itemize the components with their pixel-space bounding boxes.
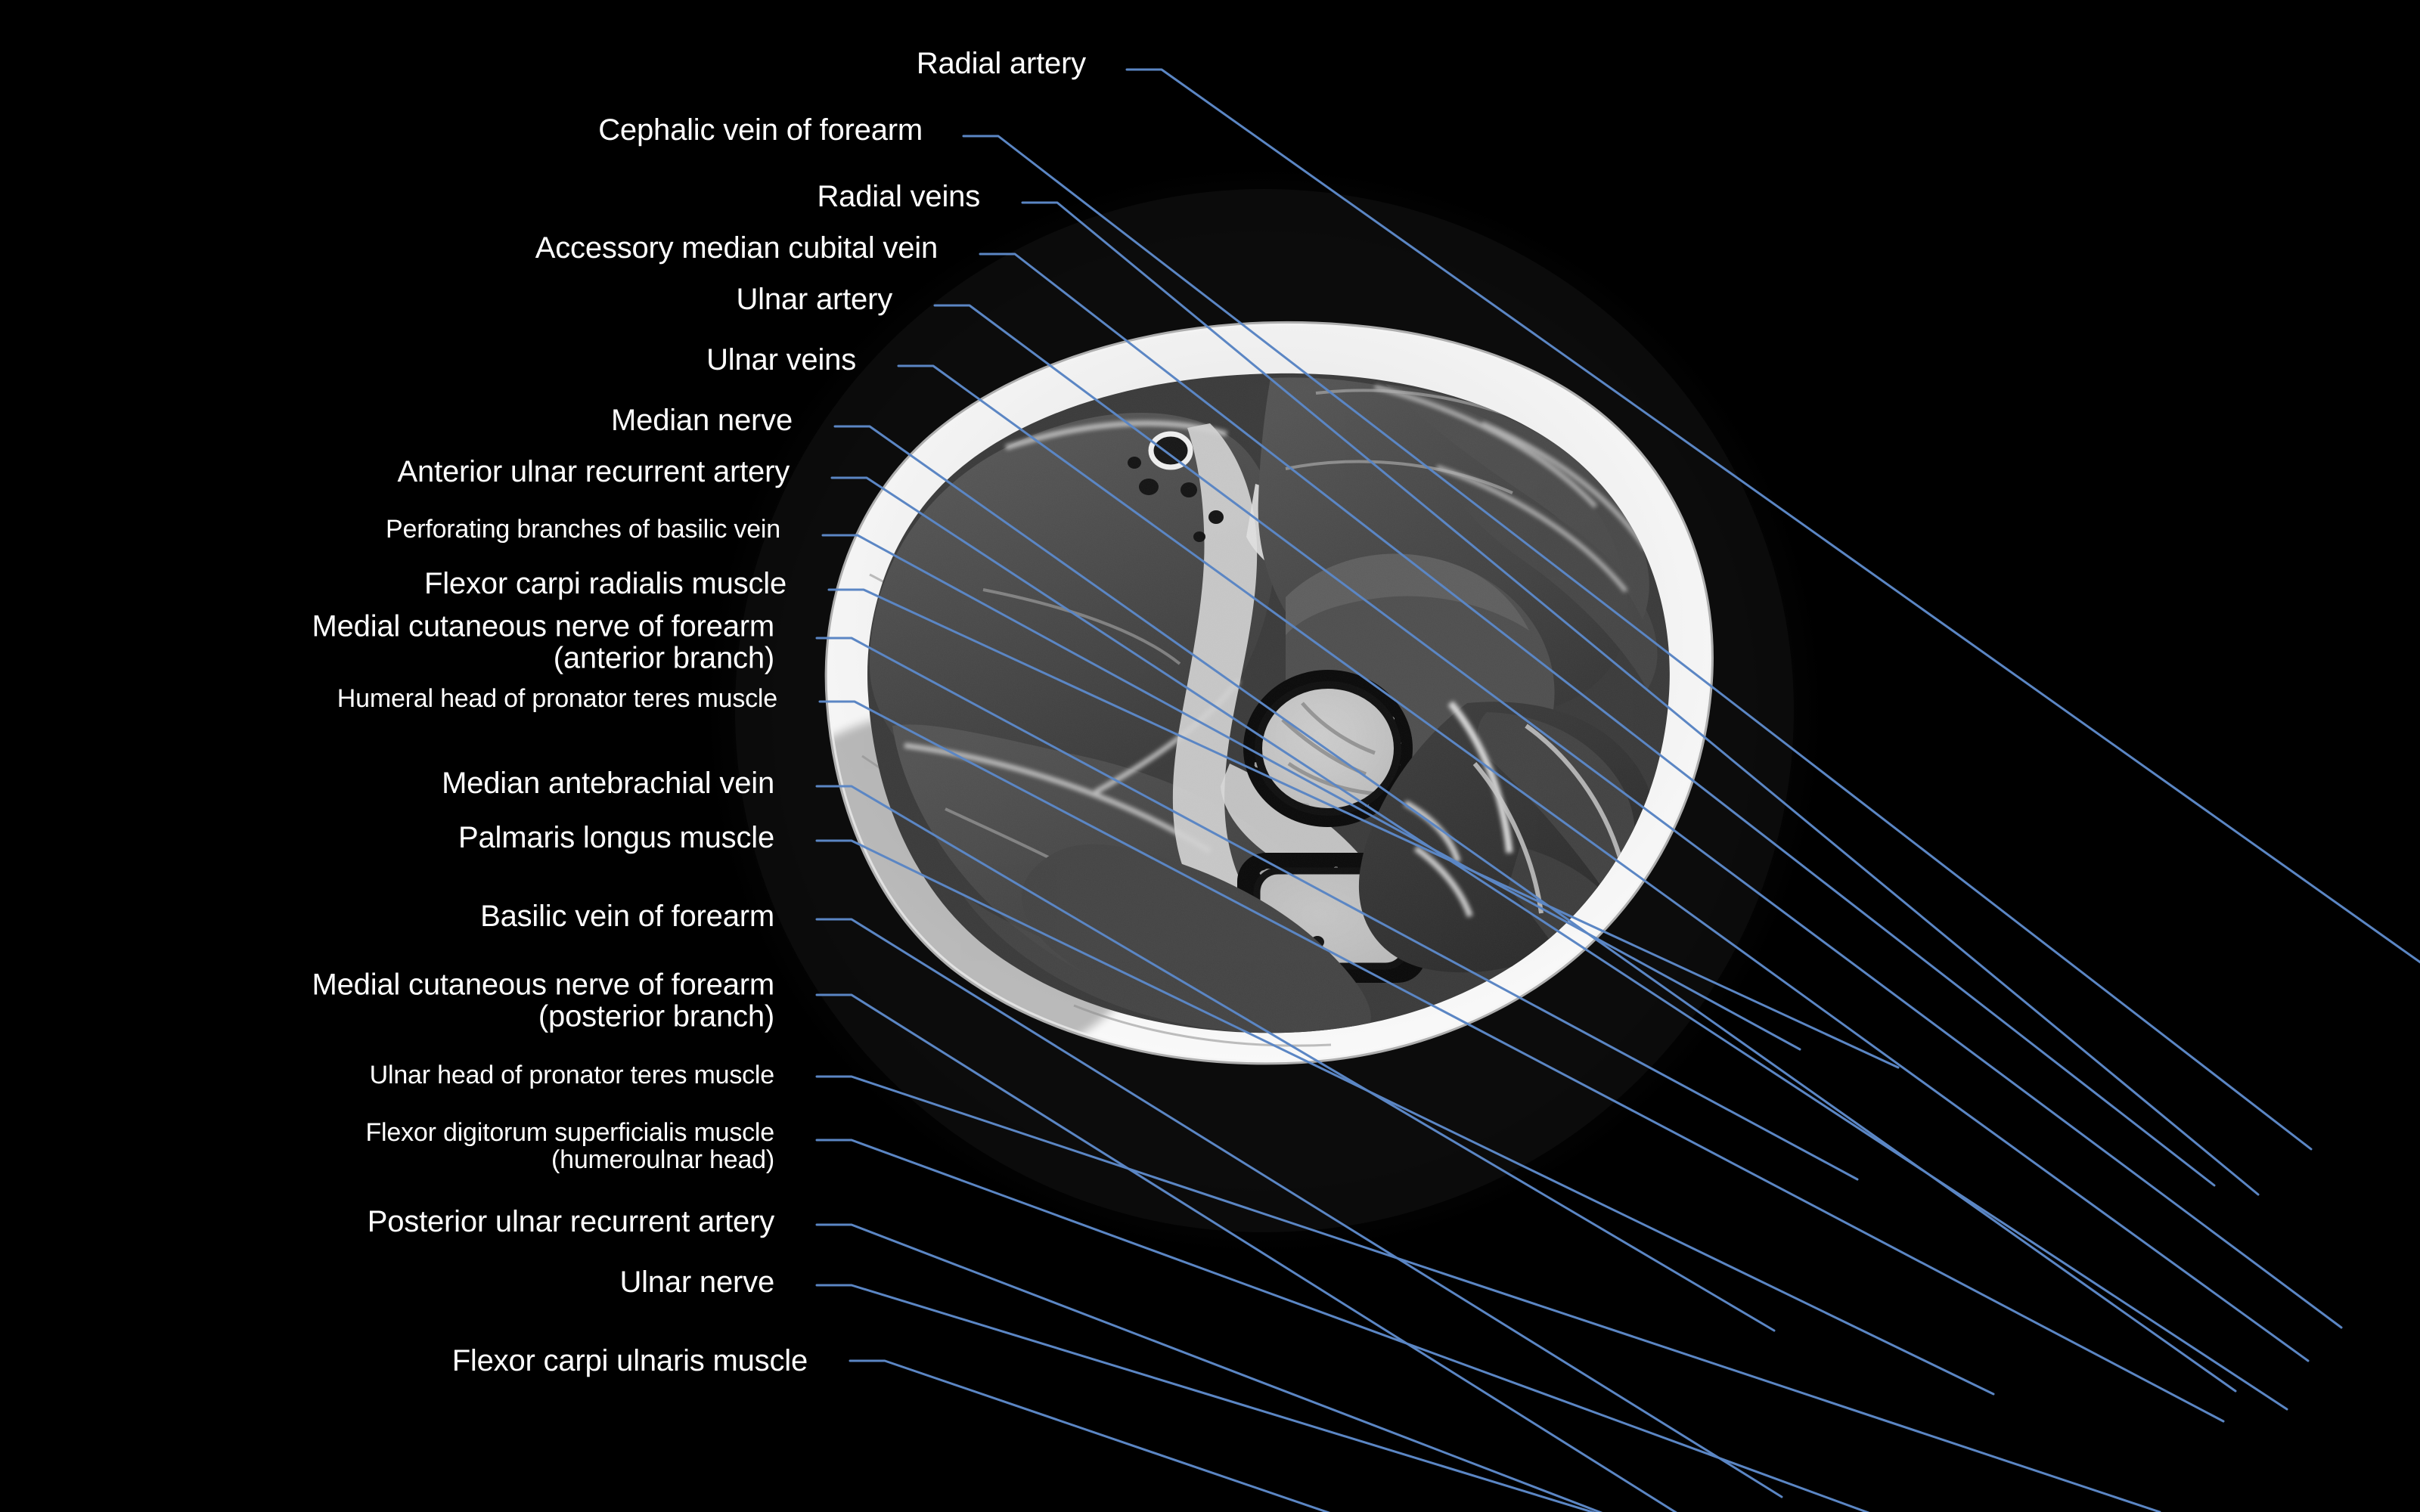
label-text: Accessory median cubital vein [535, 231, 938, 265]
label-text: Radial veins [817, 179, 981, 213]
label-text: Basilic vein of forearm [480, 899, 774, 933]
label-text: Ulnar nerve [619, 1265, 774, 1299]
label-text: Humeral head of pronator teres muscle [337, 683, 777, 713]
label-cephalic-vein-forearm: Cephalic vein of forearm [598, 114, 923, 146]
label-text: Flexor carpi radialis muscle [424, 566, 786, 600]
label-flexor-carpi-ulnaris: Flexor carpi ulnaris muscle [452, 1345, 808, 1377]
label-subtext: (anterior branch) [553, 642, 774, 675]
label-radial-veins: Radial veins [818, 181, 981, 212]
label-text: Anterior ulnar recurrent artery [397, 454, 790, 488]
label-ulnar-nerve: Ulnar nerve [619, 1266, 774, 1298]
label-ulnar-head-pronator: Ulnar head of pronator teres muscle [369, 1060, 775, 1089]
label-medial-cut-nerve-ant: Medial cutaneous nerve of forearm(anteri… [312, 609, 774, 675]
label-basilic-vein-forearm: Basilic vein of forearm [480, 900, 774, 932]
label-text: Perforating branches of basilic vein [386, 514, 780, 544]
label-text: Palmaris longus muscle [458, 820, 774, 854]
label-text: Medial cutaneous nerve of forearm [312, 968, 774, 1002]
label-ulnar-veins: Ulnar veins [706, 344, 856, 376]
label-anterior-ulnar-recurrent: Anterior ulnar recurrent artery [398, 456, 790, 488]
label-median-nerve: Median nerve [611, 404, 793, 436]
label-text: Cephalic vein of forearm [598, 113, 923, 147]
label-text: Ulnar veins [706, 342, 856, 376]
label-text: Median antebrachial vein [442, 766, 774, 800]
label-palmaris-longus: Palmaris longus muscle [458, 822, 774, 854]
label-text: Ulnar artery [736, 282, 892, 316]
label-perforating-basilic: Perforating branches of basilic vein [386, 516, 780, 543]
label-text: Posterior ulnar recurrent artery [367, 1204, 774, 1238]
label-text: Radial artery [916, 46, 1086, 80]
label-radial-artery: Radial artery [917, 48, 1086, 79]
label-humeral-head-pronator: Humeral head of pronator teres muscle [337, 685, 777, 712]
label-text: Flexor digitorum superficialis muscle [365, 1117, 774, 1147]
label-posterior-ulnar-recurrent: Posterior ulnar recurrent artery [368, 1206, 774, 1238]
label-subtext: (humeroulnar head) [551, 1145, 774, 1174]
label-text: Median nerve [611, 403, 793, 437]
label-accessory-median-cubital: Accessory median cubital vein [535, 232, 938, 264]
label-flexor-carpi-radialis: Flexor carpi radialis muscle [424, 568, 786, 600]
label-ulnar-artery: Ulnar artery [736, 284, 892, 315]
label-median-antebrachial-vein: Median antebrachial vein [442, 767, 774, 799]
label-text: Medial cutaneous nerve of forearm [312, 609, 774, 643]
label-text: Ulnar head of pronator teres muscle [369, 1060, 775, 1089]
label-subtext: (posterior branch) [538, 1000, 774, 1033]
label-medial-cut-nerve-post: Medial cutaneous nerve of forearm(poster… [312, 968, 774, 1033]
label-text: Flexor carpi ulnaris muscle [451, 1343, 808, 1377]
label-fds-humeroulnar: Flexor digitorum superficialis muscle(hu… [365, 1119, 774, 1173]
